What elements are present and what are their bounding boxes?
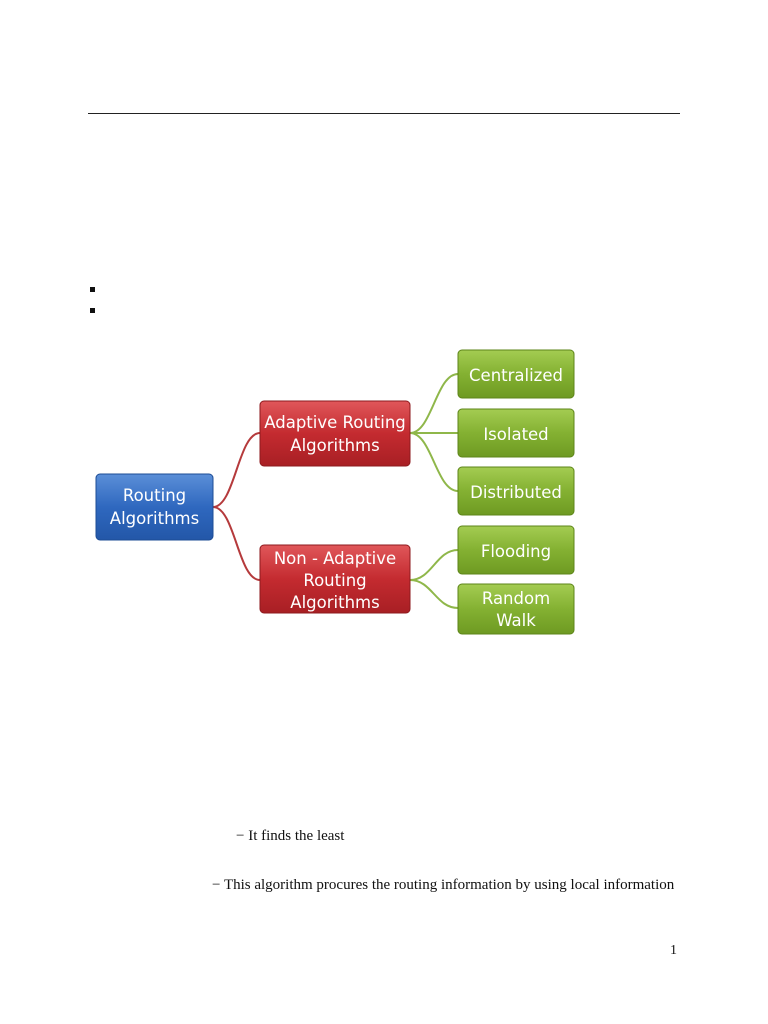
bullet-marker bbox=[90, 308, 95, 313]
node-root: Routing Algorithms bbox=[95, 473, 214, 541]
node-label: Adaptive Routing bbox=[264, 413, 406, 432]
node-label: Random bbox=[482, 589, 550, 608]
node-centralized: Centralized bbox=[457, 349, 575, 399]
node-flooding: Flooding bbox=[457, 525, 575, 575]
node-label: Algorithms bbox=[290, 436, 379, 455]
connector bbox=[212, 506, 261, 581]
node-label: Isolated bbox=[483, 425, 548, 444]
connector bbox=[212, 432, 261, 508]
node-label: Algorithms bbox=[110, 509, 199, 528]
page-number: 1 bbox=[670, 943, 677, 958]
node-label: Algorithms bbox=[290, 593, 379, 612]
node-random-walk: Random Walk bbox=[457, 583, 575, 635]
node-label: Walk bbox=[496, 611, 536, 630]
node-label: Flooding bbox=[481, 542, 551, 561]
connector bbox=[409, 373, 459, 434]
node-label: Distributed bbox=[470, 483, 562, 502]
node-label: Routing bbox=[123, 486, 186, 505]
node-isolated: Isolated bbox=[457, 408, 575, 458]
bullet-marker bbox=[90, 287, 95, 292]
header-rule bbox=[88, 113, 680, 114]
connector bbox=[409, 432, 459, 492]
node-adaptive: Adaptive Routing Algorithms bbox=[259, 400, 411, 467]
node-non-adaptive: Non - Adaptive Routing Algorithms bbox=[259, 544, 411, 614]
body-text-line: − It finds the least bbox=[236, 828, 345, 844]
connector bbox=[409, 549, 459, 581]
node-label: Non - Adaptive bbox=[274, 549, 396, 568]
node-label: Centralized bbox=[469, 366, 563, 385]
node-distributed: Distributed bbox=[457, 466, 575, 516]
node-label: Routing bbox=[303, 571, 366, 590]
body-text-line: − This algorithm procures the routing in… bbox=[212, 877, 675, 893]
connector bbox=[409, 579, 459, 609]
